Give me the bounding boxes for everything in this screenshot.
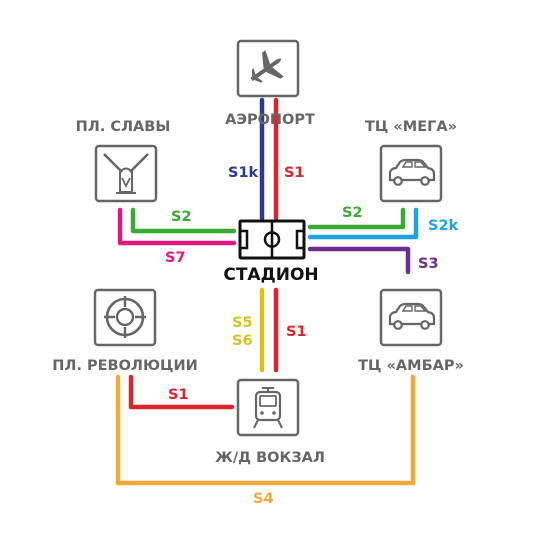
- route-label-s1k: S1k: [228, 165, 259, 181]
- route-label-s2-west: S2: [171, 209, 192, 225]
- route-label-s1-north: S1: [284, 165, 305, 181]
- route-line-s7-west: [117, 207, 237, 246]
- route-line-s2-west: [130, 207, 237, 234]
- hub-label-stadion: СТАДИОН: [223, 265, 318, 285]
- tram-icon: [236, 378, 300, 437]
- car-icon: [379, 288, 443, 347]
- station-labels: АЭРОПОРТ ПЛ. СЛАВЫ ТЦ «МЕГА» СТАДИОН ПЛ.…: [52, 112, 464, 466]
- tc-mega-icon-frame: [379, 144, 443, 203]
- route-line-s2-east: [307, 207, 406, 230]
- airplane-icon: [236, 39, 300, 98]
- route-label-s6: S6: [232, 333, 253, 349]
- airport-icon-frame: [236, 39, 300, 98]
- pl-revolyucii-icon-frame: [93, 288, 157, 347]
- route-label-s1-southwest: S1: [168, 387, 189, 403]
- monument-icon: [94, 144, 158, 203]
- route-lines: [115, 97, 419, 486]
- route-labels: S1k S1 S2 S7 S2 S2k S3 S5 S6 S1 S1 S4: [165, 165, 459, 507]
- station-label-airport: АЭРОПОРТ: [225, 112, 315, 128]
- tc-ambar-icon-frame: [379, 288, 443, 347]
- station-label-tc-mega: ТЦ «МЕГА»: [365, 119, 457, 135]
- route-label-s5: S5: [232, 315, 253, 331]
- roundabout-icon: [93, 288, 157, 347]
- route-label-s4: S4: [253, 491, 274, 507]
- station-label-tc-ambar: ТЦ «АМБАР»: [358, 358, 464, 374]
- pl-slavy-icon-frame: [94, 144, 158, 203]
- route-label-s2k: S2k: [428, 218, 459, 234]
- station-label-zhd-vokzal: Ж/Д ВОКЗАЛ: [215, 450, 325, 466]
- route-line-s2k-east: [307, 207, 419, 240]
- stadium-icon: [238, 219, 306, 260]
- zhd-vokzal-icon-frame: [236, 378, 300, 437]
- station-label-pl-slavy: ПЛ. СЛАВЫ: [76, 119, 171, 135]
- station-label-pl-revolyucii: ПЛ. РЕВОЛЮЦИИ: [52, 358, 197, 374]
- route-line-s3-east: [307, 246, 411, 275]
- route-label-s2-east: S2: [342, 205, 363, 221]
- car-icon: [379, 144, 443, 203]
- route-line-s1-southwest: [128, 374, 235, 410]
- route-label-s7: S7: [165, 250, 186, 266]
- route-line-s4-loop: [115, 374, 416, 486]
- route-label-s1-south: S1: [286, 324, 307, 340]
- route-label-s3: S3: [418, 256, 439, 272]
